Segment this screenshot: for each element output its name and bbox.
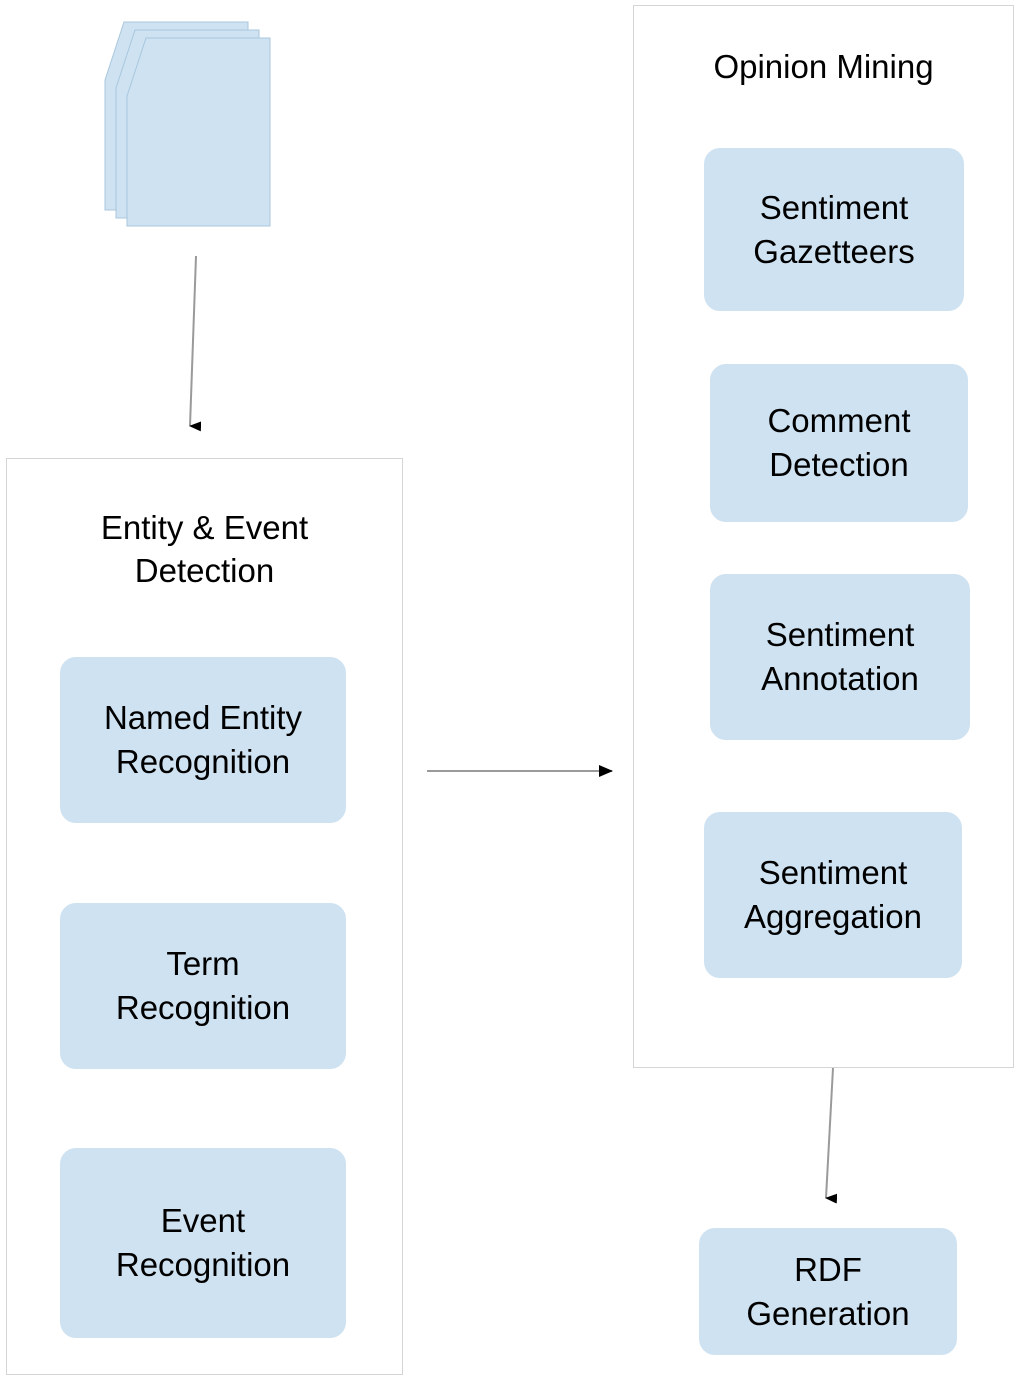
document-sheet-1 — [126, 37, 271, 227]
node-event-recognition[interactable]: Event Recognition — [60, 1148, 346, 1338]
edge-opinion-panel-to-rdf — [825, 1067, 838, 1204]
edge-docs-to-entity-panel — [189, 255, 202, 432]
node-sentiment-aggregation[interactable]: Sentiment Aggregation — [704, 812, 962, 978]
node-term-recognition[interactable]: Term Recognition — [60, 903, 346, 1069]
node-comment-detection[interactable]: Comment Detection — [710, 364, 968, 522]
panel-opinion-mining-title: Opinion Mining — [713, 48, 934, 85]
node-rdf-generation[interactable]: RDF Generation — [699, 1228, 957, 1355]
node-sentiment-gazetteers[interactable]: Sentiment Gazetteers — [704, 148, 964, 311]
node-named-entity-recognition[interactable]: Named Entity Recognition — [60, 657, 346, 823]
document-stack-icon — [98, 12, 278, 260]
node-sentiment-annotation[interactable]: Sentiment Annotation — [710, 574, 970, 740]
panel-entity-event-detection-title: Entity & Event Detection — [100, 509, 309, 589]
